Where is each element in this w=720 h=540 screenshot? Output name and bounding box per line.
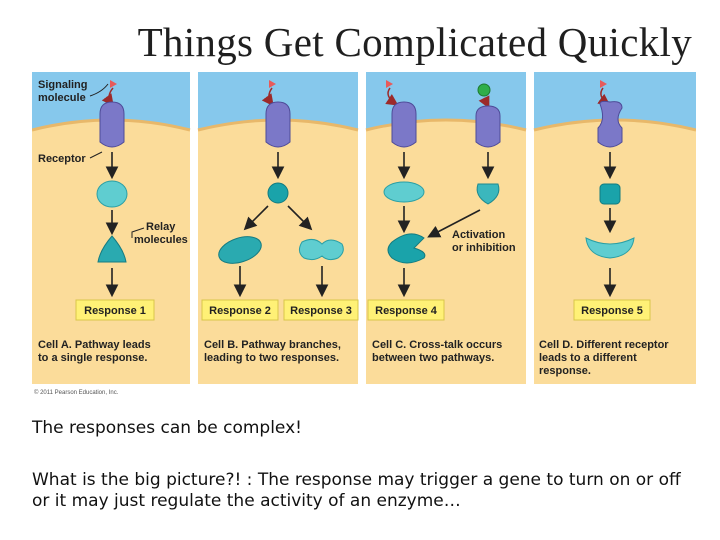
relay-molecule-icon [218, 236, 262, 264]
response-2-label: Response 2 [209, 305, 271, 317]
relay-molecule-icon [383, 181, 425, 203]
body-line-1: The responses can be complex! [32, 418, 302, 438]
relay-molecules-label: Relay molecules [134, 221, 188, 246]
response-5-label: Response 5 [581, 305, 643, 317]
copyright-notice: © 2011 Pearson Education, Inc. [34, 389, 119, 396]
response-5-box [573, 299, 651, 321]
signal-molecule-icon [600, 80, 607, 88]
relay-molecule-icon [387, 233, 426, 264]
cell-d-caption: Cell D. Different receptor leads to a di… [539, 339, 672, 377]
body-line-2: What is the big picture?! : The response… [32, 470, 681, 511]
relay-molecule-icon [96, 180, 128, 208]
cell-b-caption: Cell B. Pathway branches, leading to two… [204, 339, 344, 364]
alt-signal-molecule-icon [477, 83, 491, 97]
receptor-icon [99, 101, 125, 148]
extracellular-space [198, 72, 358, 130]
signaling-pathways-figure: Signaling molecule Receptor Relay molecu… [32, 72, 696, 398]
receptor-icon [265, 101, 291, 148]
receptor-label: Receptor [38, 153, 86, 165]
response-4-box [367, 299, 445, 321]
response-3-box [283, 299, 359, 321]
response-4-label: Response 4 [375, 305, 438, 317]
relay-molecule-icon [97, 235, 127, 263]
relay-molecule-icon [298, 238, 344, 261]
cell-c-caption: Cell C. Cross-talk occurs between two pa… [372, 339, 505, 364]
slide-title: Things Get Complicated Quickly [137, 19, 692, 65]
signal-molecule-icon [386, 80, 393, 88]
response-3-label: Response 3 [290, 305, 352, 317]
receptor-icon [391, 101, 417, 148]
signaling-molecule-label: Signaling molecule [38, 79, 91, 104]
relay-molecule-icon [476, 183, 500, 205]
cell-a-caption: Cell A. Pathway leads to a single respon… [38, 339, 154, 364]
activation-label: Activation or inhibition [452, 229, 516, 254]
receptor-icon [475, 105, 501, 148]
response-1-box [75, 299, 155, 321]
extracellular-space [534, 72, 696, 130]
signal-molecule-icon [110, 80, 117, 88]
response-2-box [201, 299, 279, 321]
response-1-label: Response 1 [84, 305, 146, 317]
receptor-icon [597, 100, 623, 148]
relay-molecule-icon [267, 182, 289, 204]
signal-molecule-icon [269, 80, 276, 88]
relay-molecule-icon [599, 183, 621, 205]
relay-molecule-icon [585, 237, 635, 259]
